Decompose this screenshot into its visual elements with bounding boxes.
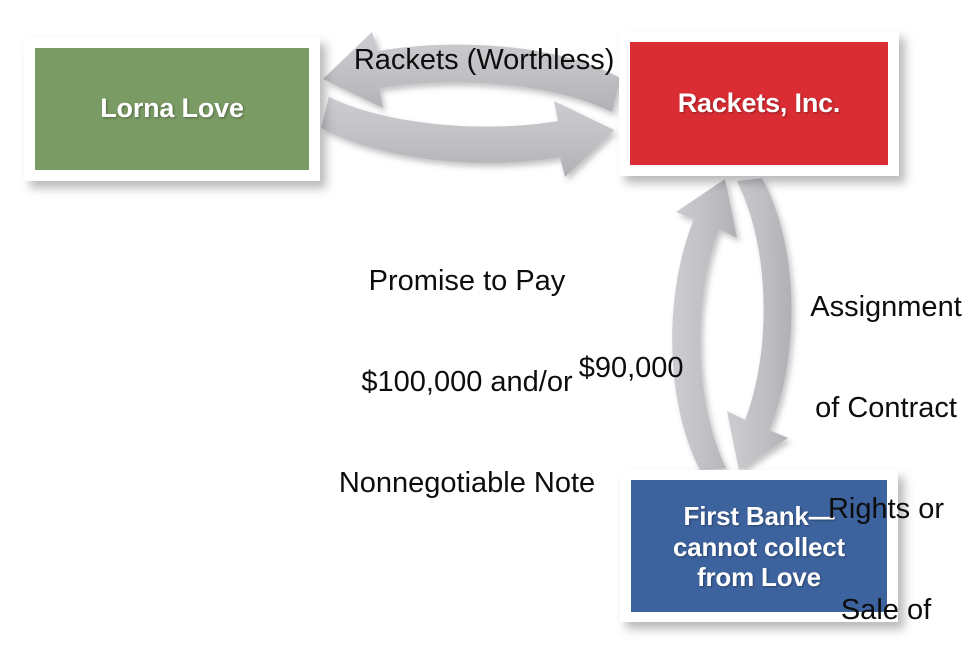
- edge-label-rackets-worthless-line-1: Rackets (Worthless): [353, 43, 615, 76]
- node-first-bank[interactable]: First Bank— cannot collect from Love: [620, 470, 898, 622]
- edge-label-promise-line-2: $100,000 and/or: [361, 366, 573, 399]
- edge-label-rackets-worthless: Rackets (Worthless): [318, 10, 618, 111]
- edge-label-assignment-line-1: Assignment: [810, 291, 962, 324]
- node-first-bank-fill: First Bank— cannot collect from Love: [631, 480, 887, 612]
- edge-label-assignment: Assignment of Contract Rights or Sale of…: [796, 224, 976, 665]
- edge-label-assignment-line-4: Sale of: [840, 593, 932, 626]
- edge-label-ninety-thousand-line-1: $90,000: [578, 351, 684, 384]
- node-first-bank-label-line-3: from Love: [697, 562, 821, 593]
- node-rackets-inc-label: Rackets, Inc.: [677, 87, 841, 118]
- node-first-bank-label-line-2: cannot collect: [672, 531, 845, 562]
- node-rackets-inc-fill: Rackets, Inc.: [630, 42, 888, 165]
- node-lorna-love[interactable]: Lorna Love: [24, 37, 320, 181]
- edge-label-ninety-thousand: $90,000: [540, 318, 690, 419]
- edge-label-promise-line-1: Promise to Pay: [368, 265, 566, 298]
- edge-label-promise-to-pay: Promise to Pay $100,000 and/or Nonnegoti…: [312, 198, 622, 568]
- node-lorna-love-label: Lorna Love: [100, 93, 244, 124]
- arrow-rackets-to-bank: [727, 178, 792, 470]
- edge-label-promise-line-3: Nonnegotiable Note: [338, 467, 596, 499]
- node-first-bank-label-line-1: First Bank—: [683, 500, 835, 531]
- node-lorna-love-fill: Lorna Love: [35, 48, 309, 170]
- edge-label-assignment-line-2: of Contract: [815, 392, 957, 425]
- edge-label-assignment-line-3: Rights or: [827, 493, 945, 525]
- node-rackets-inc[interactable]: Rackets, Inc.: [619, 31, 899, 176]
